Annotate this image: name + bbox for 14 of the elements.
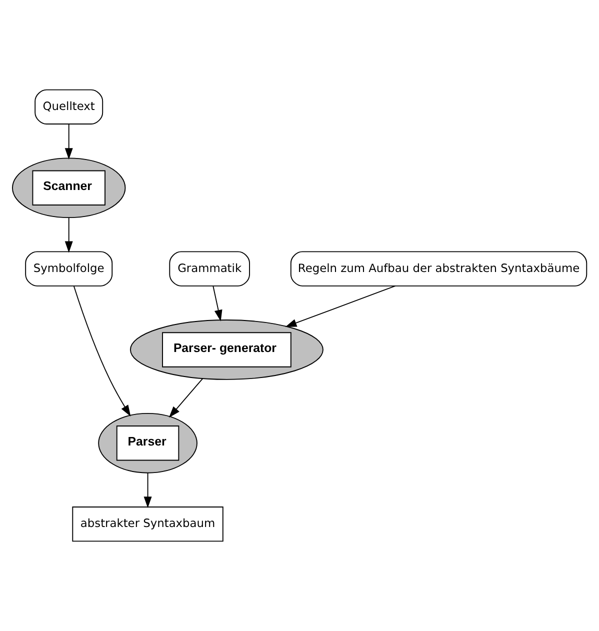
node-ellipse: Parser — [98, 412, 198, 474]
arrow — [73, 286, 131, 416]
arrow — [285, 285, 396, 327]
arrow — [212, 286, 222, 322]
arrow — [144, 472, 152, 508]
node-box: Quelltext — [34, 89, 104, 125]
arrow — [168, 378, 204, 418]
arrow — [64, 217, 73, 253]
node-box: Symbolfolge — [25, 251, 113, 286]
node-box: Grammatik — [169, 251, 250, 286]
arrow — [64, 124, 73, 160]
node-box: abstrakter Syntaxbaum — [72, 506, 224, 542]
node-ellipse: Scanner — [12, 158, 126, 218]
node-box: Regeln zum Aufbau der abstrakten Syntaxbäume — [290, 251, 588, 286]
